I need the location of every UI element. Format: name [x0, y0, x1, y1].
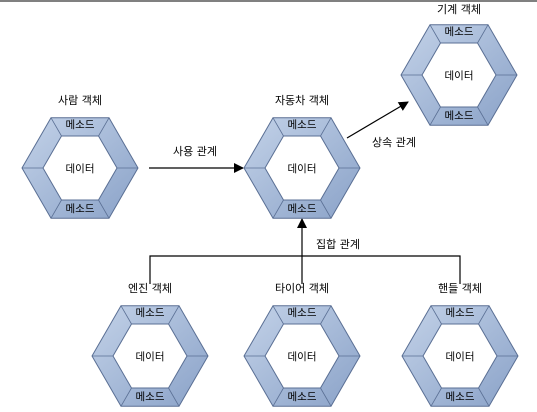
object-facet-line: [98, 199, 110, 219]
data-label: 데이터: [66, 163, 95, 175]
method-label-bottom: 메소드: [288, 391, 317, 403]
method-label-top: 메소드: [445, 26, 474, 38]
object-facet-line: [478, 305, 490, 325]
method-label-top: 메소드: [288, 307, 317, 319]
method-label-top: 메소드: [66, 119, 95, 131]
object-facet-line: [320, 387, 332, 407]
object-facet-line: [272, 387, 284, 407]
object-facet-line: [429, 24, 441, 44]
object-facet-line: [272, 117, 284, 137]
object-facet-line: [430, 387, 442, 407]
aggregate-relation-label: 집합 관계: [316, 238, 360, 251]
method-label-bottom: 메소드: [288, 203, 317, 215]
object-title: 타이어 객체: [275, 282, 329, 295]
data-label: 데이터: [288, 163, 317, 175]
object-facet-line: [98, 117, 110, 137]
object-facet-line: [478, 387, 490, 407]
object-inner-hexagon: [422, 323, 498, 389]
method-label-top: 메소드: [136, 307, 165, 319]
inherit-relation-arrow: [346, 101, 409, 139]
method-label-top: 메소드: [446, 307, 475, 319]
data-label: 데이터: [446, 351, 475, 363]
object-title: 핸들 객체: [438, 282, 482, 295]
data-label: 데이터: [445, 70, 474, 82]
object-facet-line: [430, 305, 442, 325]
method-label-bottom: 메소드: [136, 391, 165, 403]
inherit-relation-label: 상속 관계: [372, 136, 416, 149]
object-facet-line: [272, 305, 284, 325]
object-facet-line: [477, 106, 489, 126]
method-label-top: 메소드: [288, 119, 317, 131]
object-inner-hexagon: [264, 323, 340, 389]
object-facet-line: [429, 106, 441, 126]
data-label: 데이터: [136, 351, 165, 363]
object-facet-line: [320, 199, 332, 219]
object-inner-hexagon: [264, 135, 340, 201]
object-title: 엔진 객체: [128, 282, 172, 295]
object-inner-hexagon: [421, 42, 497, 108]
object-facet-line: [50, 117, 62, 137]
object-facet-line: [168, 387, 180, 407]
object-facet-line: [120, 305, 132, 325]
object-facet-line: [320, 117, 332, 137]
object-title: 기계 객체: [437, 3, 481, 16]
object-facet-line: [320, 305, 332, 325]
method-label-bottom: 메소드: [446, 391, 475, 403]
object-facet-line: [477, 24, 489, 44]
use-relation-label: 사용 관계: [173, 145, 217, 158]
object-facet-line: [168, 305, 180, 325]
object-title: 자동차 객체: [275, 94, 329, 107]
aggregate-bracket-line: [149, 255, 461, 284]
object-title: 사람 객체: [58, 94, 102, 107]
method-label-bottom: 메소드: [445, 110, 474, 122]
method-label-bottom: 메소드: [66, 203, 95, 215]
object-facet-line: [50, 199, 62, 219]
object-inner-hexagon: [42, 135, 118, 201]
object-facet-line: [272, 199, 284, 219]
object-inner-hexagon: [112, 323, 188, 389]
data-label: 데이터: [288, 351, 317, 363]
object-facet-line: [120, 387, 132, 407]
